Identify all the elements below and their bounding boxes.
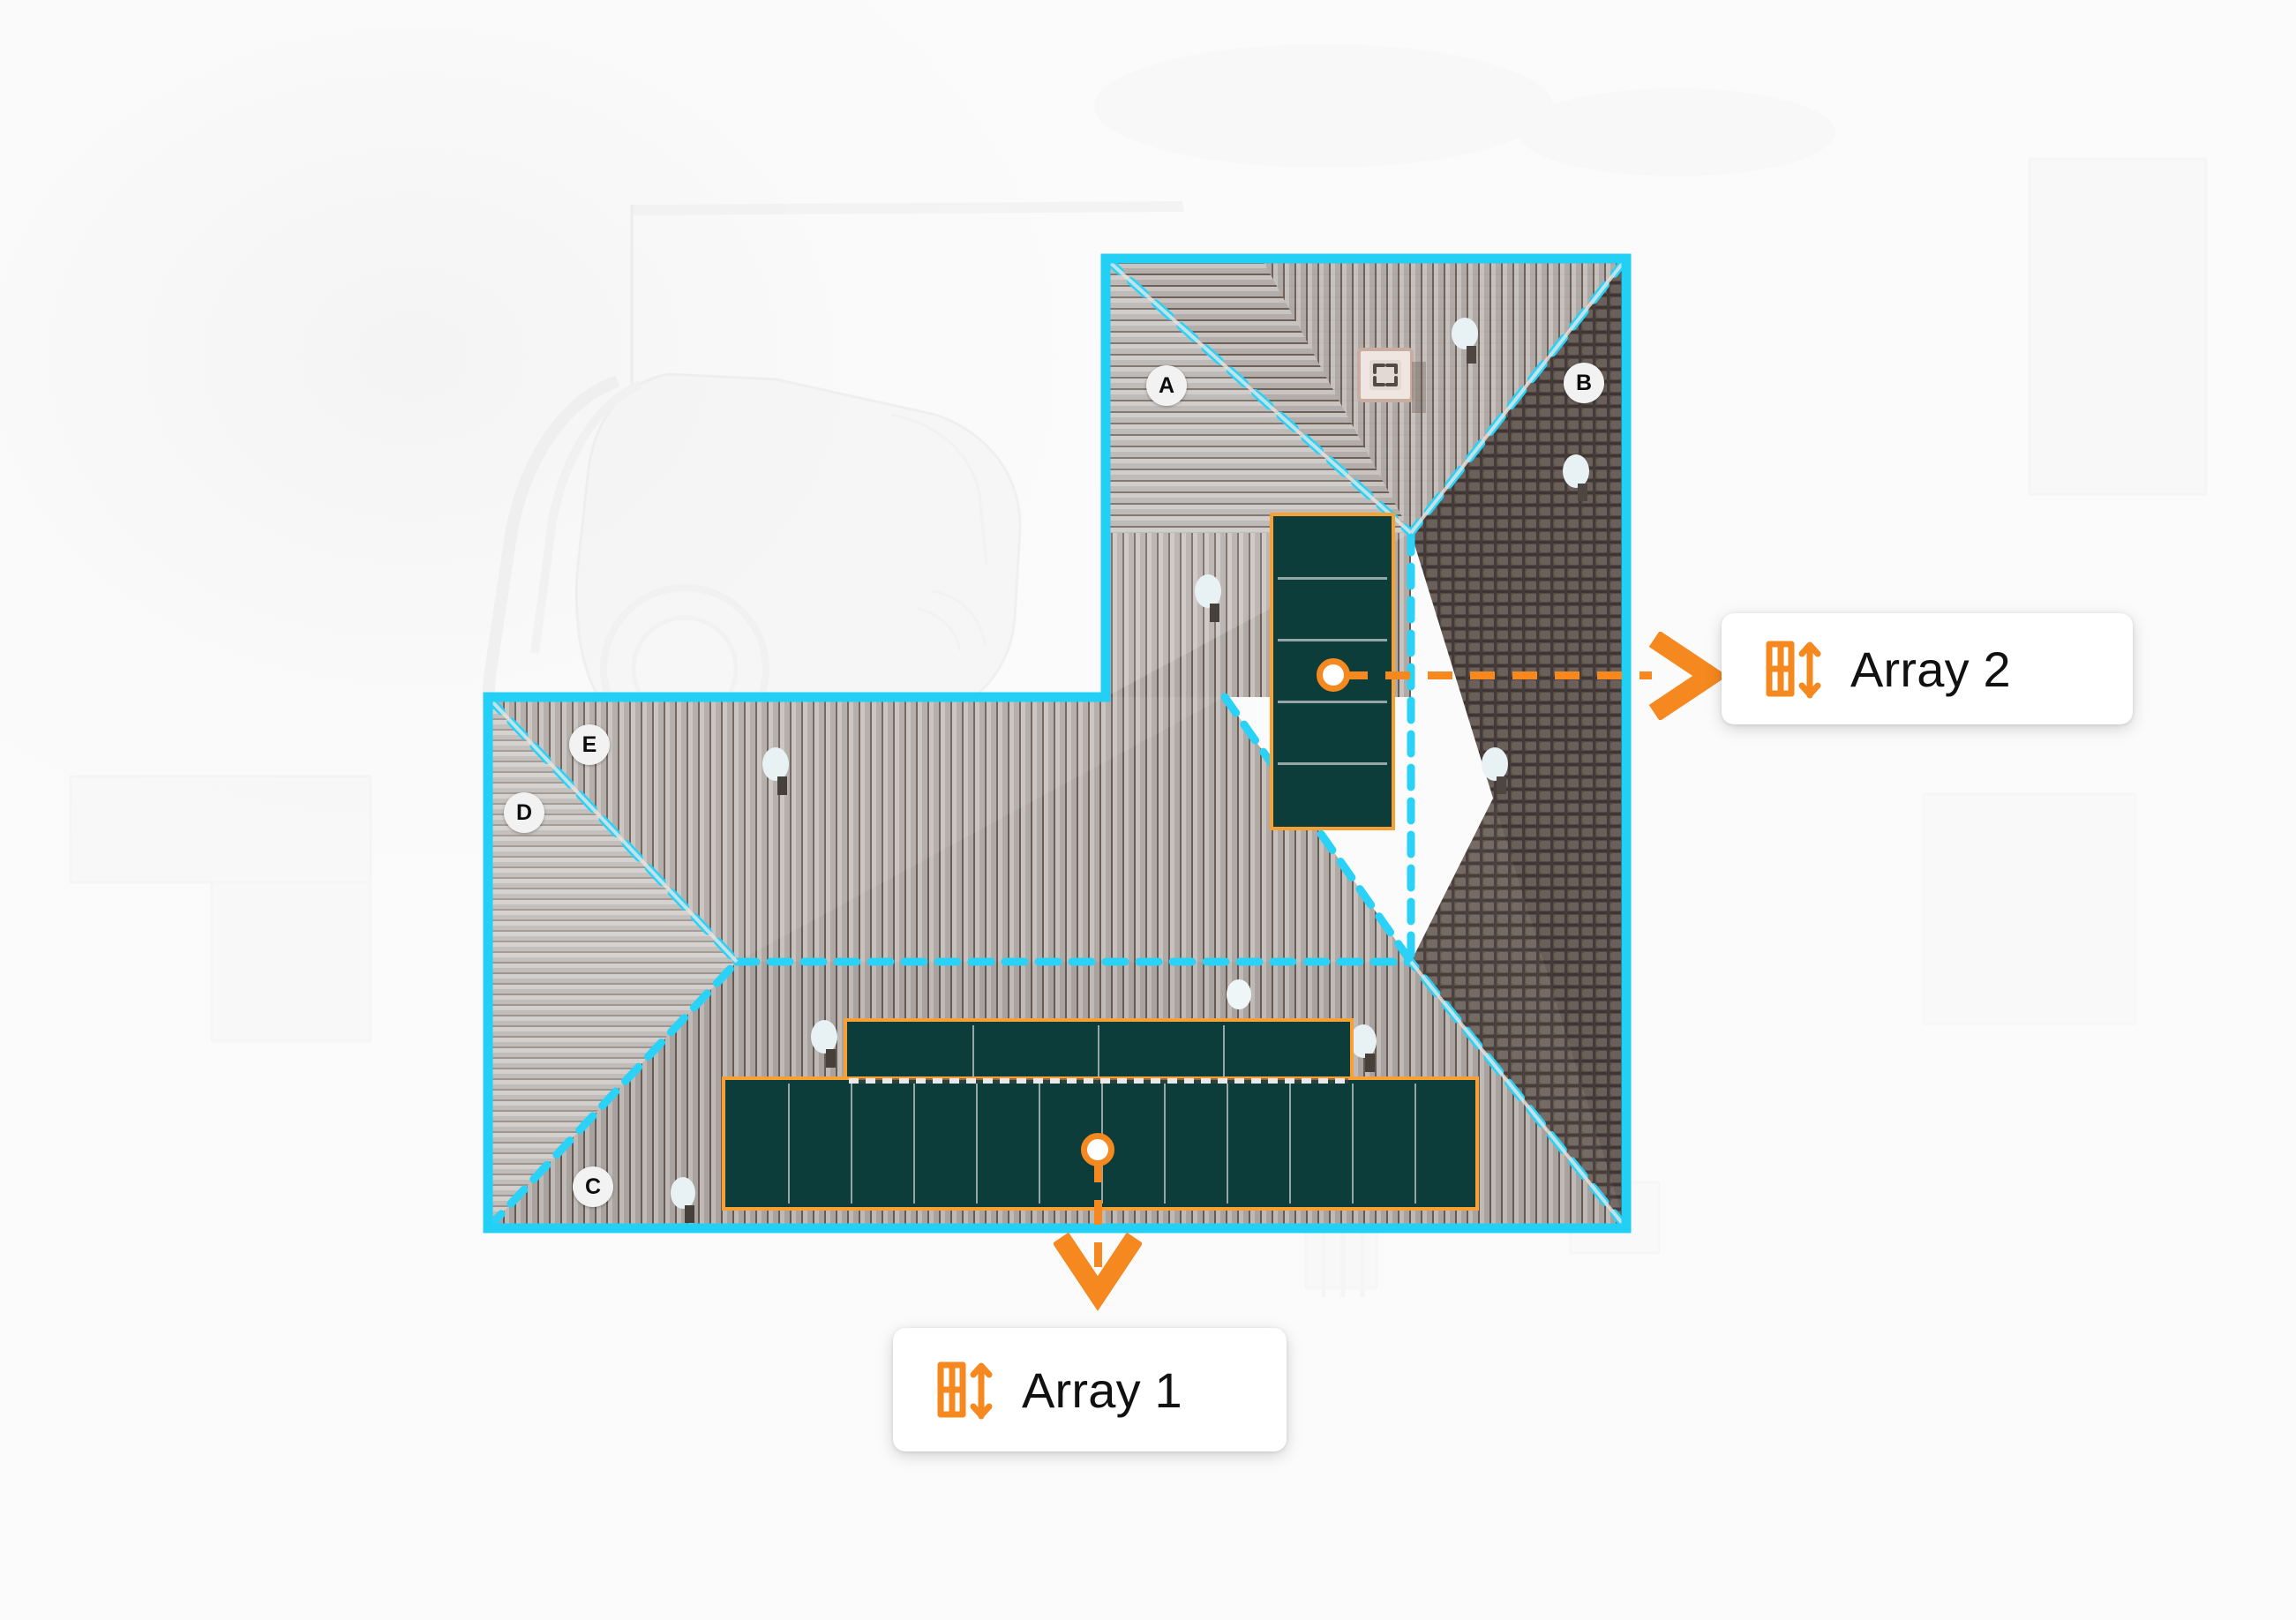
- array-1-label-text: Array 1: [1022, 1361, 1182, 1418]
- vertex-marker-a[interactable]: A: [1146, 365, 1187, 406]
- panel-divider: [1278, 762, 1387, 765]
- panel-divider: [1414, 1084, 1416, 1204]
- vertex-label: A: [1158, 372, 1175, 398]
- vertex-label: D: [515, 799, 533, 825]
- vertex-marker-d[interactable]: D: [504, 792, 544, 833]
- panel-divider: [1227, 1084, 1228, 1204]
- panel-divider: [1223, 1025, 1225, 1084]
- roof-vent-icon: [1357, 348, 1426, 413]
- array-panel-icon: [937, 1361, 993, 1420]
- panel-divider: [976, 1084, 978, 1204]
- panel-divider: [851, 1084, 852, 1204]
- vertex-label: C: [584, 1174, 602, 1199]
- array-2-label-card[interactable]: Array 2: [1722, 613, 2133, 724]
- panel-divider: [1164, 1084, 1166, 1204]
- vertex-marker-e[interactable]: E: [569, 724, 610, 765]
- roof-perimeter: [483, 253, 1632, 1234]
- array-2-arrow-icon: [1648, 632, 1728, 720]
- panel-divider: [1289, 1084, 1291, 1204]
- array-2-leader-line: [1343, 671, 1652, 679]
- array-1-label-card[interactable]: Array 1: [893, 1328, 1287, 1451]
- array-1-row-divider: [849, 1078, 1348, 1084]
- panel-divider: [1278, 701, 1387, 703]
- array-1-anchor-handle[interactable]: [1081, 1133, 1114, 1166]
- roof-obstructions: [671, 318, 1589, 1223]
- vertex-marker-c[interactable]: C: [573, 1166, 613, 1207]
- array-panel-icon: [1766, 641, 1821, 699]
- vertex-marker-b[interactable]: B: [1564, 363, 1604, 403]
- array-1-leader-line: [1094, 1158, 1102, 1271]
- vertex-label: B: [1575, 370, 1593, 395]
- array-2-anchor-handle[interactable]: [1317, 658, 1350, 692]
- panel-divider: [1278, 639, 1387, 641]
- array-2-label-text: Array 2: [1850, 641, 2011, 697]
- array-1-arrow-icon: [1054, 1232, 1142, 1311]
- panel-divider: [913, 1084, 915, 1204]
- vertex-label: E: [582, 731, 597, 757]
- panel-divider: [788, 1084, 790, 1204]
- panel-divider: [1098, 1025, 1099, 1084]
- panel-divider: [1039, 1084, 1040, 1204]
- panel-divider: [972, 1025, 974, 1084]
- panel-divider: [1278, 577, 1387, 580]
- panel-divider: [1352, 1084, 1354, 1204]
